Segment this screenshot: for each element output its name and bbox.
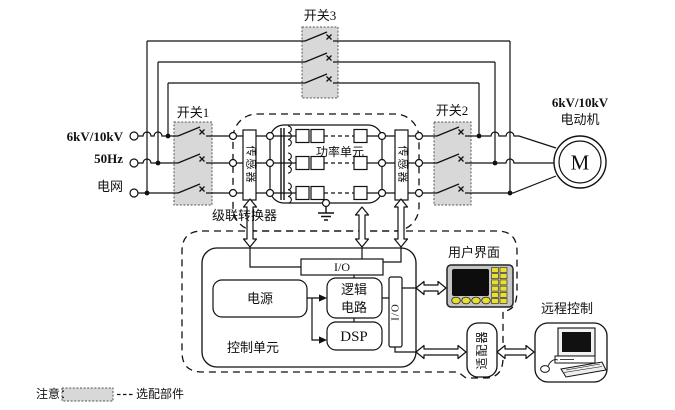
motor-name-label: 电动机	[560, 112, 600, 127]
keypad-icon	[446, 264, 514, 308]
io-side-label: I/O	[388, 303, 401, 321]
switch1-label: 开关1	[176, 105, 210, 120]
optional-part-swatch	[61, 387, 133, 402]
switch1-box	[173, 121, 213, 206]
converter-control-arrow-right	[393, 198, 409, 248]
control-adapter-arrow	[415, 344, 467, 360]
switch3-label: 开关3	[303, 8, 337, 23]
converter-control-arrow-mid	[354, 206, 370, 248]
motor-icon	[553, 135, 607, 189]
power-to-dsp-arrowhead	[319, 336, 327, 344]
io-top-label: I/O	[334, 260, 350, 274]
switch-blades	[177, 31, 464, 194]
control-unit-label: 控制单元	[227, 340, 280, 355]
io-side-box	[388, 276, 403, 348]
adapter-label: 适配器	[474, 330, 489, 370]
motor-symbol: M	[570, 150, 590, 175]
junction-dots	[144, 133, 513, 196]
switch3-box	[301, 26, 339, 99]
logic-circuit-label: 逻辑 电路	[340, 282, 367, 316]
power-to-logic-arrowhead	[319, 294, 327, 302]
ground-icon	[318, 206, 334, 221]
cascade-converter-label: 级联转换器	[212, 208, 278, 223]
adapter-box	[466, 322, 498, 378]
power-supply-box	[212, 279, 308, 318]
power-unit-label: 功率单元	[316, 145, 365, 159]
bus-arrows	[242, 198, 535, 360]
control-unit-box	[201, 247, 417, 368]
note-prefix-label: 注意：	[36, 387, 73, 401]
remote-control-label: 远程控制	[541, 301, 594, 316]
motor-voltage-label: 6kV/10kV	[551, 95, 609, 110]
power-supply-label: 电源	[246, 291, 273, 306]
remote-computer-icon	[534, 322, 608, 383]
grid-name-label: 电网	[96, 179, 123, 194]
dsp-box	[326, 321, 383, 351]
optional-parts-label: 选配部件	[136, 387, 185, 401]
control-ui-arrow	[415, 280, 447, 296]
io-top-box	[300, 258, 384, 276]
terminal-circles	[129, 131, 424, 208]
grid-voltage-label: 6kV/10kV	[66, 129, 123, 144]
control-system-dashed-region	[181, 230, 518, 379]
power-cells	[295, 128, 368, 201]
dsp-label: DSP	[340, 329, 368, 345]
converter-control-arrow-left	[242, 198, 258, 248]
switch2-label: 开关2	[435, 103, 469, 118]
adapter-remote-arrow	[496, 344, 535, 360]
user-interface-label: 用户界面	[448, 245, 501, 260]
sensor-right-label: 传感器	[396, 145, 409, 185]
grid-frequency-label: 50Hz	[94, 151, 123, 166]
transformer-icon	[280, 125, 292, 204]
sensor-left-label: 传感器	[244, 145, 257, 185]
logic-circuit-box	[326, 277, 383, 319]
wires	[138, 40, 557, 194]
